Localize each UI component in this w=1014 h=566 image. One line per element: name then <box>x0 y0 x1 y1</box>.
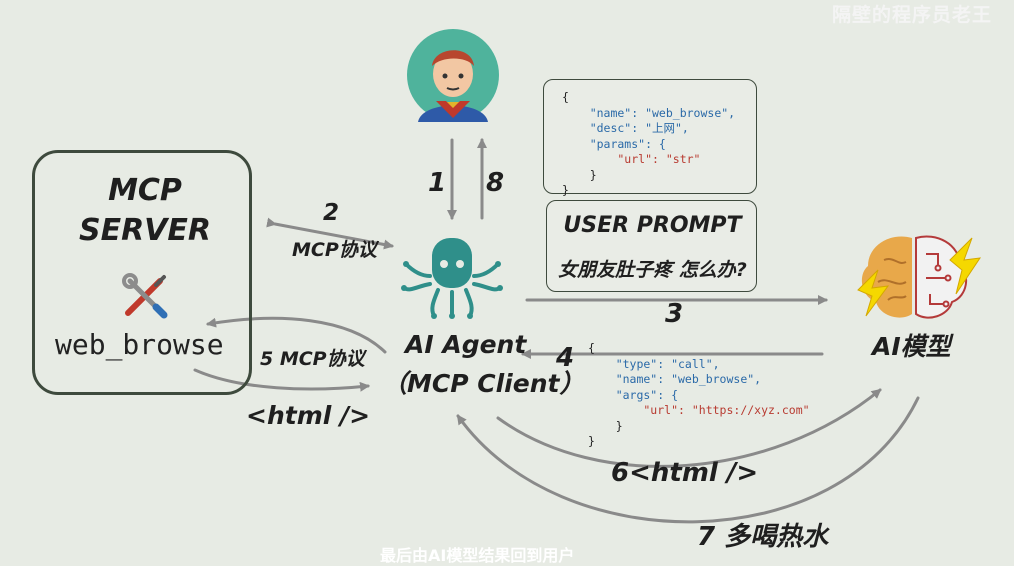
step-2-label: 2 <box>323 200 340 226</box>
step-5-label: 5 MCP协议 <box>260 348 365 370</box>
arrow-step5 <box>206 316 387 354</box>
server-title-line2: SERVER <box>78 213 211 248</box>
octopus-agent-icon <box>400 236 504 324</box>
step-3-label: 3 <box>665 299 684 329</box>
tool-schema-box: { "name": "web_browse", "desc": "上网", "p… <box>543 79 757 197</box>
agent-label-line1: AI Agent <box>405 330 527 359</box>
ai-model-label: AI模型 <box>872 332 951 361</box>
mcp-protocol-label: MCP协议 <box>292 239 377 261</box>
tool-call-code: { "type": "call", "name": "web_browse", … <box>588 341 810 448</box>
arrow-step7 <box>456 396 920 524</box>
step-7-label: 7 多喝热水 <box>697 522 829 552</box>
step-6-label: 6<html /> <box>611 458 759 488</box>
wrench-screwdriver-icon <box>120 271 170 325</box>
arrow-html-return <box>193 368 370 392</box>
server-title-line1: MCP <box>108 173 182 208</box>
step-4-label: 4 <box>556 343 575 373</box>
tool-schema-code: { "name": "web_browse", "desc": "上网", "p… <box>562 90 736 197</box>
arrow-step6 <box>496 388 882 468</box>
agent-label-line2: （MCP Client） <box>382 369 585 398</box>
user-prompt-title: USER PROMPT <box>563 213 742 238</box>
mcp-server-box: MCP SERVER web_browse <box>32 150 252 395</box>
step-8-label: 8 <box>486 168 505 198</box>
step-1-label: 1 <box>428 168 447 198</box>
user-prompt-text: 女朋友肚子疼 怎么办? <box>558 259 747 281</box>
user-prompt-box: USER PROMPT 女朋友肚子疼 怎么办? <box>546 200 757 292</box>
arrow-step2 <box>266 217 394 250</box>
superhero-avatar-icon <box>406 28 500 126</box>
subtitle-caption: 最后由AI模型结果回到用户 <box>380 546 575 565</box>
watermark: 隔壁的程序员老王 <box>831 4 992 26</box>
brain-lightning-icon <box>854 230 984 334</box>
flow-arrows <box>193 138 920 524</box>
tool-name: web_browse <box>55 328 224 361</box>
html-return-label: <html /> <box>246 401 371 430</box>
